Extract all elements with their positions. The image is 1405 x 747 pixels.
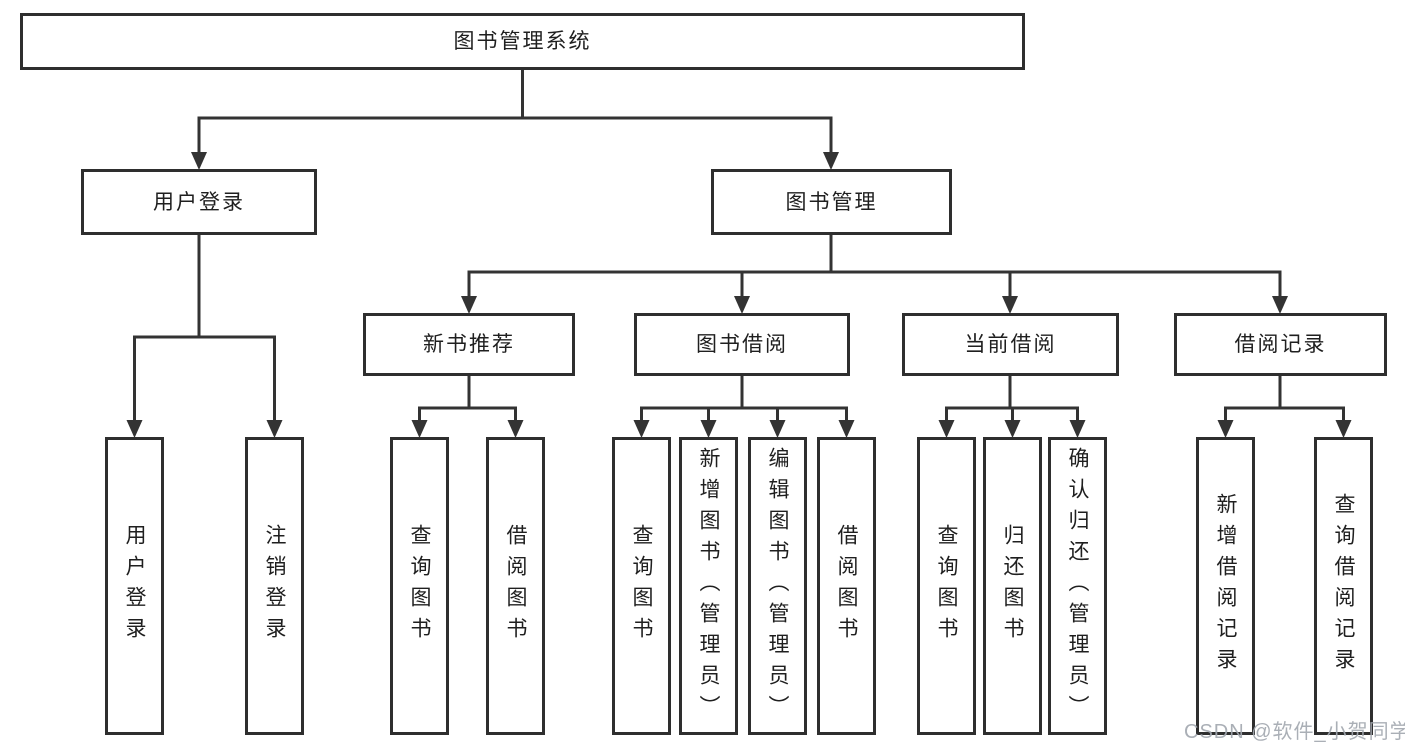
- connector-book-management-children: [461, 233, 1288, 314]
- connector-current-borrowing-children: [938, 374, 1086, 438]
- arrow-down-icon: [700, 420, 717, 438]
- node-query-books-current: 查询图书: [917, 437, 976, 735]
- node-return-books: 归还图书: [983, 437, 1042, 735]
- node-new-book-recommend: 新书推荐: [363, 313, 575, 376]
- arrow-down-icon: [1069, 420, 1086, 438]
- node-current-borrowing: 当前借阅: [902, 313, 1119, 376]
- arrow-down-icon: [734, 296, 750, 314]
- node-query-borrow-record: 查询借阅记录: [1314, 437, 1373, 735]
- node-book-borrowing: 图书借阅: [634, 313, 850, 376]
- node-logout: 注销登录: [245, 437, 304, 735]
- node-user-login-leaf: 用户登录: [105, 437, 164, 735]
- node-query-books-borrowing: 查询图书: [612, 437, 671, 735]
- node-borrow-books-leaf: 借阅图书: [817, 437, 876, 735]
- arrow-down-icon: [1002, 296, 1018, 314]
- node-confirm-return-admin: 确认归还（管理员）: [1048, 437, 1107, 735]
- node-add-borrow-record: 新增借阅记录: [1196, 437, 1255, 735]
- connector-borrow-records-children: [1217, 374, 1352, 438]
- connector-root-to-level2: [191, 68, 839, 170]
- arrow-down-icon: [1004, 420, 1021, 438]
- arrow-down-icon: [266, 420, 283, 438]
- connector-user-login-children: [126, 233, 283, 438]
- arrow-down-icon: [938, 420, 955, 438]
- connector-new-book-recommend-children: [411, 374, 524, 438]
- arrow-down-icon: [507, 420, 524, 438]
- node-book-management: 图书管理: [711, 169, 952, 235]
- arrow-down-icon: [838, 420, 855, 438]
- node-query-books-recommend: 查询图书: [390, 437, 449, 735]
- node-add-book-admin: 新增图书（管理员）: [679, 437, 738, 735]
- node-borrow-books-recommend: 借阅图书: [486, 437, 545, 735]
- arrow-down-icon: [633, 420, 650, 438]
- arrow-down-icon: [411, 420, 428, 438]
- csdn-watermark: CSDN @软件_小贺同学: [1184, 721, 1405, 743]
- arrow-down-icon: [1335, 420, 1352, 438]
- connector-book-borrowing-children: [633, 374, 855, 438]
- arrow-down-icon: [191, 152, 207, 170]
- arrow-down-icon: [769, 420, 786, 438]
- node-root: 图书管理系统: [20, 13, 1025, 70]
- arrow-down-icon: [823, 152, 839, 170]
- arrow-down-icon: [126, 420, 143, 438]
- arrow-down-icon: [461, 296, 477, 314]
- arrow-down-icon: [1217, 420, 1234, 438]
- arrow-down-icon: [1272, 296, 1288, 314]
- node-borrow-records: 借阅记录: [1174, 313, 1387, 376]
- node-user-login: 用户登录: [81, 169, 317, 235]
- node-edit-book-admin: 编辑图书（管理员）: [748, 437, 807, 735]
